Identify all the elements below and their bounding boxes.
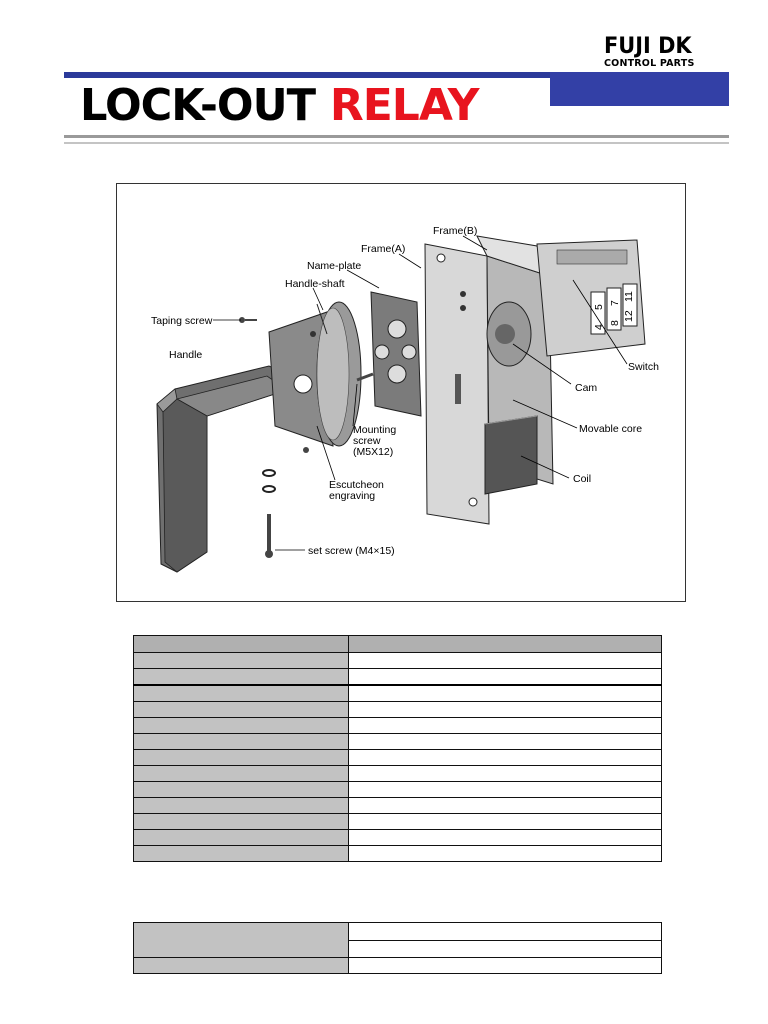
label-escutcheon-2: engraving bbox=[329, 490, 375, 502]
table-row bbox=[133, 957, 663, 974]
label-escutcheon-1: Escutcheon bbox=[329, 479, 384, 491]
exploded-view-drawing: 4 5 8 7 12 11 Frame(B) Frame(A) Name-pla… bbox=[151, 225, 659, 573]
table-row bbox=[133, 652, 663, 669]
table-row bbox=[133, 749, 663, 766]
switch-number-4: 4 bbox=[593, 324, 605, 330]
table-row bbox=[133, 922, 663, 958]
title-relay: RELAY bbox=[329, 80, 480, 131]
label-mounting-screw-3: (M5X12) bbox=[353, 446, 393, 458]
exploded-view-figure: 4 5 8 7 12 11 Frame(B) Frame(A) Name-pla… bbox=[116, 183, 686, 602]
small-hardware bbox=[239, 317, 374, 558]
switch-number-5: 5 bbox=[593, 304, 605, 310]
table-row bbox=[134, 939, 663, 958]
switch-block-part bbox=[536, 239, 646, 357]
switch-number-8: 8 bbox=[609, 320, 621, 326]
table-row bbox=[133, 829, 663, 846]
label-set-screw: set screw (M4×15) bbox=[308, 545, 395, 557]
handle-shaft-disc bbox=[316, 301, 362, 447]
logo-tagline: CONTROL PARTS bbox=[604, 58, 695, 69]
header-blue-block bbox=[550, 72, 729, 106]
table-header-row bbox=[133, 635, 663, 653]
label-frame-b: Frame(B) bbox=[433, 225, 477, 237]
table-row bbox=[133, 684, 663, 702]
spec-table-main bbox=[133, 635, 663, 862]
logo-wordmark: FUJI DK bbox=[604, 34, 692, 59]
frame-a-part bbox=[424, 243, 490, 525]
table-row bbox=[133, 845, 663, 862]
table-row bbox=[133, 668, 663, 686]
page-title: LOCK-OUT RELAY bbox=[80, 78, 560, 134]
table-cell bbox=[133, 635, 349, 653]
table-row bbox=[133, 701, 663, 718]
escutcheon-plate bbox=[268, 311, 334, 447]
table-row bbox=[133, 765, 663, 782]
label-frame-a: Frame(A) bbox=[361, 243, 405, 255]
label-switch: Switch bbox=[628, 361, 659, 373]
table-row bbox=[133, 781, 663, 798]
table-row bbox=[133, 717, 663, 734]
label-handle-shaft: Handle-shaft bbox=[285, 278, 345, 290]
coil-part bbox=[484, 415, 538, 495]
label-coil: Coil bbox=[573, 473, 591, 485]
label-mounting-screw-2: screw bbox=[353, 435, 381, 447]
table-row bbox=[133, 733, 663, 750]
handle-part bbox=[156, 365, 288, 573]
label-cam: Cam bbox=[575, 382, 597, 394]
label-movable-core: Movable core bbox=[579, 423, 642, 435]
label-mounting-screw-1: Mounting bbox=[353, 424, 396, 436]
table-row bbox=[133, 797, 663, 814]
label-handle: Handle bbox=[169, 349, 202, 361]
spec-table-secondary bbox=[133, 922, 663, 974]
header-top-rule bbox=[64, 72, 550, 78]
table-row bbox=[133, 813, 663, 830]
header-divider bbox=[64, 135, 729, 138]
leader-lines bbox=[213, 235, 628, 551]
header-divider-thin bbox=[64, 142, 729, 144]
title-lockout: LOCK-OUT bbox=[80, 80, 316, 131]
name-plate-part bbox=[370, 291, 422, 417]
switch-number-7: 7 bbox=[609, 300, 621, 306]
table-cell bbox=[347, 635, 663, 653]
brand-logo: FUJI DK CONTROL PARTS bbox=[604, 34, 726, 70]
label-name-plate: Name-plate bbox=[307, 260, 361, 272]
label-taping-screw: Taping screw bbox=[151, 315, 213, 327]
switch-number-11: 11 bbox=[623, 291, 635, 302]
switch-number-12: 12 bbox=[623, 310, 635, 322]
